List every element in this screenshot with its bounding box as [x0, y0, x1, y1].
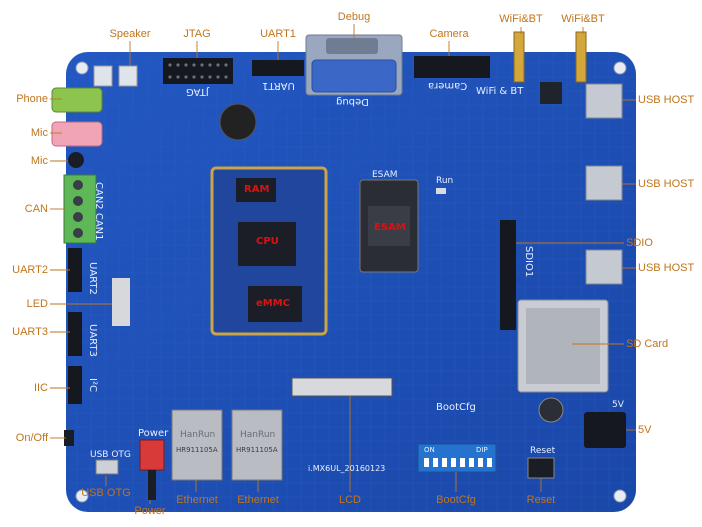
uart3-header: [68, 312, 82, 356]
callout-wifi-bt-1: WiFi&BT: [499, 13, 543, 25]
ethernet-jack-1: [171, 409, 223, 481]
silk-usb-otg: USB OTG: [90, 450, 131, 460]
silk-esam: ESAM: [372, 170, 398, 180]
silk-hr-2: HR911105A: [236, 446, 278, 454]
silk-debug: Debug: [336, 96, 369, 107]
silk-hanrun-2: HanRun: [240, 430, 276, 440]
silk-wifi-bt: WiFi & BT: [476, 86, 524, 97]
usb-host-port-1: [585, 83, 623, 119]
silk-jtag: JTAG: [186, 86, 209, 97]
mic-element: [68, 152, 84, 168]
callout-debug: Debug: [337, 11, 371, 23]
callout-reset: Reset: [526, 494, 556, 506]
callout-sdio: SDIO: [626, 237, 653, 249]
chip-label-esam: ESAM: [374, 222, 406, 233]
jtag-header: [163, 58, 233, 84]
uart1-header: [252, 60, 304, 76]
callout-usb-host-2: USB HOST: [638, 178, 695, 190]
power-switch: [139, 439, 165, 471]
callout-mic-1: Mic: [30, 127, 48, 139]
callout-usb-host-3: USB HOST: [638, 262, 695, 274]
callout-uart3: UART3: [12, 326, 48, 338]
callout-iic: IIC: [33, 382, 48, 394]
emmc-chip: [248, 286, 302, 322]
chip-label-ram: RAM: [244, 184, 270, 195]
silk-sdio1: SDIO1: [523, 246, 534, 278]
silk-run: Run: [436, 176, 454, 186]
silk-uart1: UART1: [262, 80, 295, 91]
uart2-header: [68, 248, 82, 292]
silk-can: CAN2 CAN1: [93, 182, 104, 241]
silk-board-name: i.MX6UL_20160123: [308, 464, 386, 473]
led-array: [112, 278, 130, 326]
mic-jack: [51, 121, 103, 147]
silk-iic: I²C: [87, 378, 98, 392]
sdio1-header: [500, 220, 516, 330]
callout-lcd: LCD: [338, 494, 362, 506]
callout-5v: 5V: [638, 424, 652, 436]
callout-camera: Camera: [429, 28, 469, 40]
silk-hanrun-1: HanRun: [180, 430, 216, 440]
chip-label-cpu: CPU: [256, 236, 279, 247]
cpu-chip: [238, 222, 296, 266]
silk-uart3: UART3: [87, 324, 98, 357]
callout-usb-host-1: USB HOST: [638, 94, 695, 106]
silk-dip-label: DIP: [476, 446, 488, 454]
callout-can: CAN: [24, 203, 48, 215]
usb-host-port-2: [585, 165, 623, 201]
callout-speaker: Speaker: [109, 28, 151, 40]
silk-5v: 5V: [612, 400, 624, 410]
wifi-antenna-2: [575, 31, 587, 83]
lcd-connector: [291, 377, 393, 397]
iic-header: [68, 366, 82, 404]
callout-usb-otg: USB OTG: [81, 487, 131, 499]
ethernet-jack-2: [231, 409, 283, 481]
run-led: [436, 188, 446, 194]
camera-header: [414, 56, 490, 78]
callout-ethernet-1: Ethernet: [176, 494, 218, 506]
silk-camera: Camera: [428, 80, 468, 91]
silk-power: Power: [138, 428, 169, 439]
silk-reset: Reset: [530, 446, 556, 456]
silk-hr-1: HR911105A: [176, 446, 218, 454]
callout-uart1: UART1: [260, 28, 296, 40]
usb-host-port-3: [585, 249, 623, 285]
speaker-connector: [93, 65, 113, 87]
phone-jack: [51, 87, 103, 113]
callout-bootcfg: BootCfg: [436, 494, 476, 506]
mount-hole: [613, 489, 627, 503]
callout-mic-2: Mic: [30, 155, 48, 167]
mount-hole: [613, 61, 627, 75]
silk-dip-on: ON: [424, 446, 435, 454]
mount-hole: [75, 61, 89, 75]
callout-ethernet-2: Ethernet: [237, 494, 279, 506]
onoff-button: [64, 430, 74, 446]
speaker-connector: [118, 65, 138, 87]
mount-hole: [75, 489, 89, 503]
callout-wifi-bt-2: WiFi&BT: [561, 13, 605, 25]
silk-bootcfg: BootCfg: [436, 402, 476, 413]
callout-on-off: On/Off: [15, 432, 48, 444]
ram-chip: [236, 178, 276, 202]
callout-jtag: JTAG: [183, 28, 211, 40]
callout-power: Power: [134, 505, 166, 517]
callout-sd-card: SD Card: [626, 338, 669, 350]
coin-cell-battery: [219, 103, 257, 141]
callout-led: LED: [26, 298, 48, 310]
chip-label-emmc: eMMC: [256, 298, 291, 309]
5v-dc-jack: [584, 412, 626, 448]
capacitor: [538, 397, 564, 423]
callout-phone: Phone: [16, 93, 48, 105]
usb-otg-port: [95, 459, 119, 475]
callout-uart2: UART2: [12, 264, 48, 276]
wifi-antenna-1: [513, 31, 525, 83]
reset-button: [527, 457, 555, 479]
silk-uart2: UART2: [87, 262, 98, 295]
